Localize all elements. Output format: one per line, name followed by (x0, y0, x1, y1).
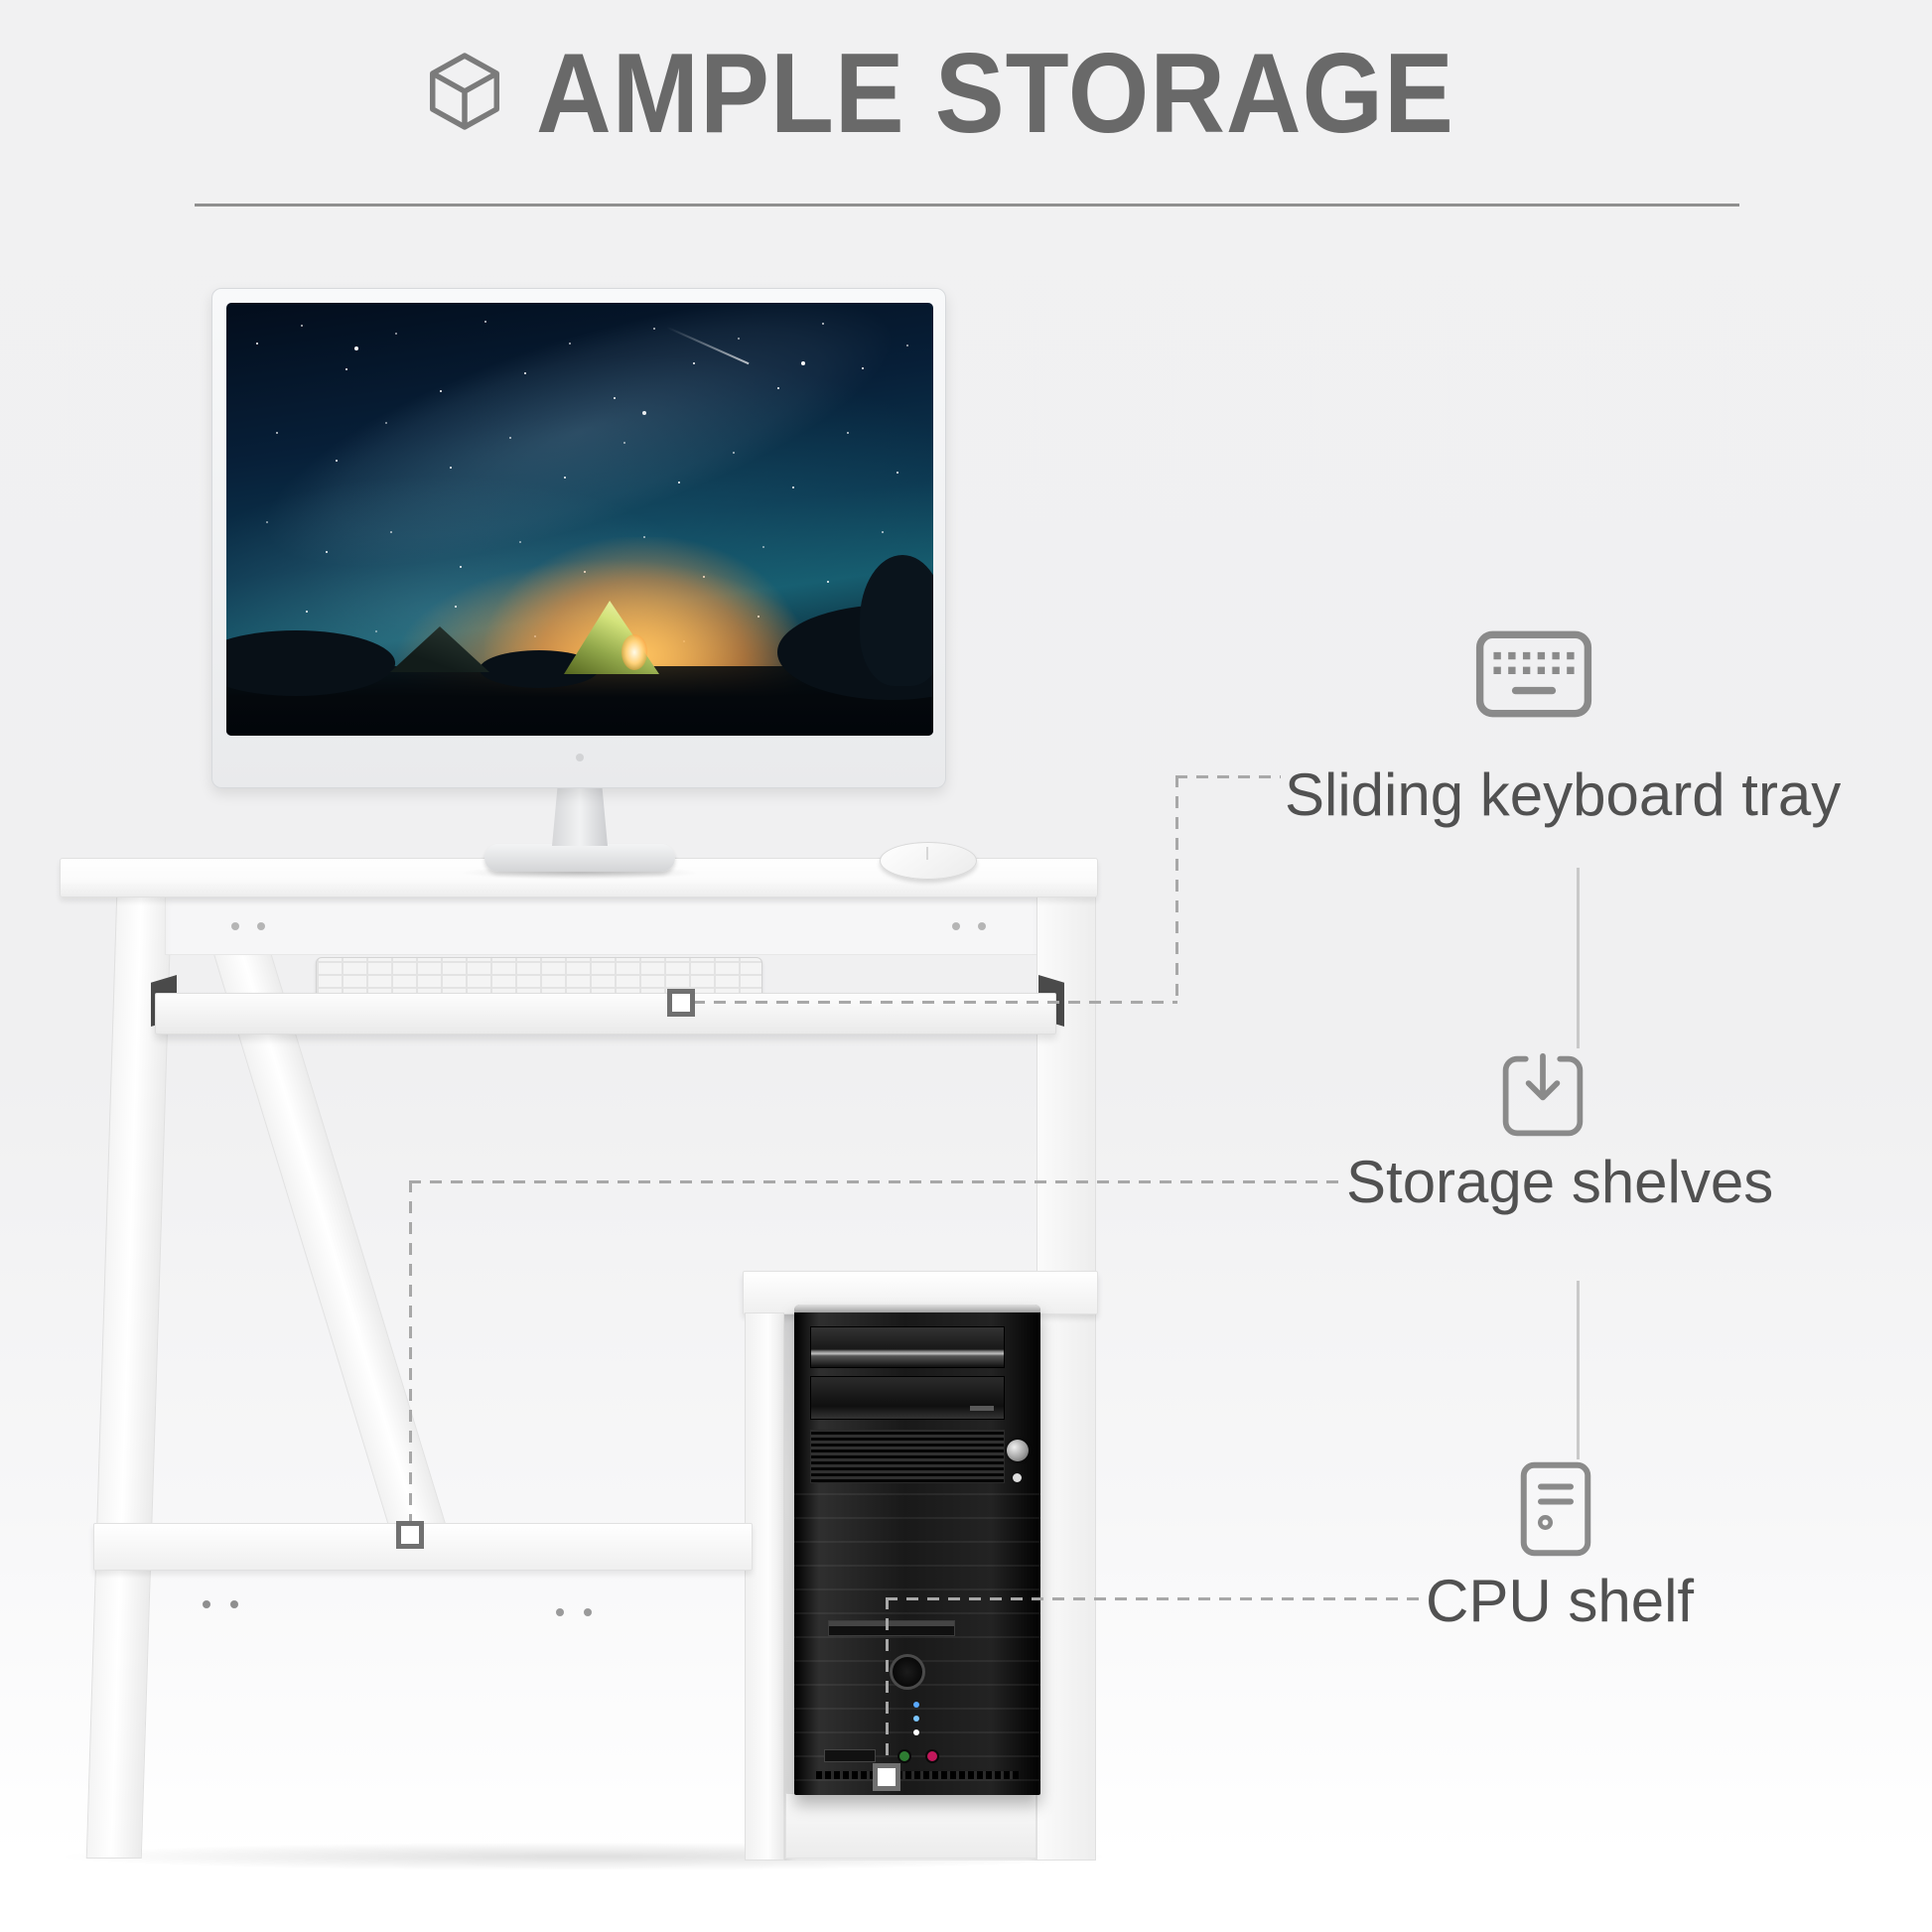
leader-marker-cpu-shelf (873, 1763, 900, 1791)
cpu-front-ridges (794, 1493, 1040, 1791)
leader-line (1175, 775, 1281, 778)
cpu-optical-drive (810, 1326, 1005, 1368)
annotation-label-keyboard-tray: Sliding keyboard tray (1285, 761, 1842, 828)
cpu-eject-button (970, 1406, 994, 1411)
leader-line (693, 1001, 1177, 1004)
page-title: AMPLE STORAGE (536, 31, 1454, 157)
leader-line (409, 1180, 1340, 1183)
leader-marker-storage-shelf (396, 1521, 424, 1549)
monitor-stand-neck (552, 786, 608, 846)
annotation-divider (1577, 868, 1580, 1048)
cpu-reset-button (1013, 1473, 1022, 1482)
cpu-top-edge (794, 1305, 1040, 1312)
annotation-label-cpu-shelf: CPU shelf (1426, 1568, 1695, 1634)
monitor-logo-dot (576, 754, 584, 761)
leader-line (886, 1597, 1420, 1600)
annotation-label-storage-shelves: Storage shelves (1346, 1149, 1774, 1215)
leader-line (409, 1180, 412, 1524)
cpu-drive-bay (810, 1376, 1005, 1420)
mouse-seam (926, 847, 929, 861)
bush (860, 555, 933, 686)
cpu-vent-grille (810, 1430, 1005, 1483)
title-underline (195, 204, 1739, 207)
cube-icon (421, 46, 508, 137)
cpu-usb-ports (824, 1749, 876, 1762)
campfire (621, 634, 647, 670)
cpu-bottom-vent (816, 1771, 1019, 1779)
monitor (211, 288, 946, 788)
leader-line (1175, 775, 1178, 1003)
desk-right-panel (1036, 894, 1096, 1861)
bush (226, 630, 395, 696)
cpu-tower-icon (1519, 1461, 1592, 1562)
monitor-screen-wallpaper (226, 303, 933, 736)
storage-download-icon (1497, 1050, 1588, 1147)
compartment-divider-panel (745, 1312, 784, 1861)
sliding-keyboard-tray (155, 993, 1056, 1035)
cpu-tower (794, 1305, 1040, 1795)
annotation-divider (1577, 1281, 1580, 1459)
mouse (880, 842, 977, 880)
cpu-audio-jack-green (897, 1749, 911, 1763)
cpu-front-knob (890, 1654, 925, 1690)
leader-line (886, 1597, 889, 1766)
leader-marker-keyboard-tray (667, 989, 695, 1017)
keyboard-icon (1475, 629, 1592, 724)
cpu-floppy-slot (828, 1620, 955, 1636)
cpu-led-lights (913, 1702, 919, 1708)
monitor-stand-base (484, 844, 675, 872)
cpu-shelf-floor (785, 1793, 1036, 1859)
cpu-power-button (1007, 1440, 1029, 1461)
cpu-audio-jack-pink (925, 1749, 939, 1763)
